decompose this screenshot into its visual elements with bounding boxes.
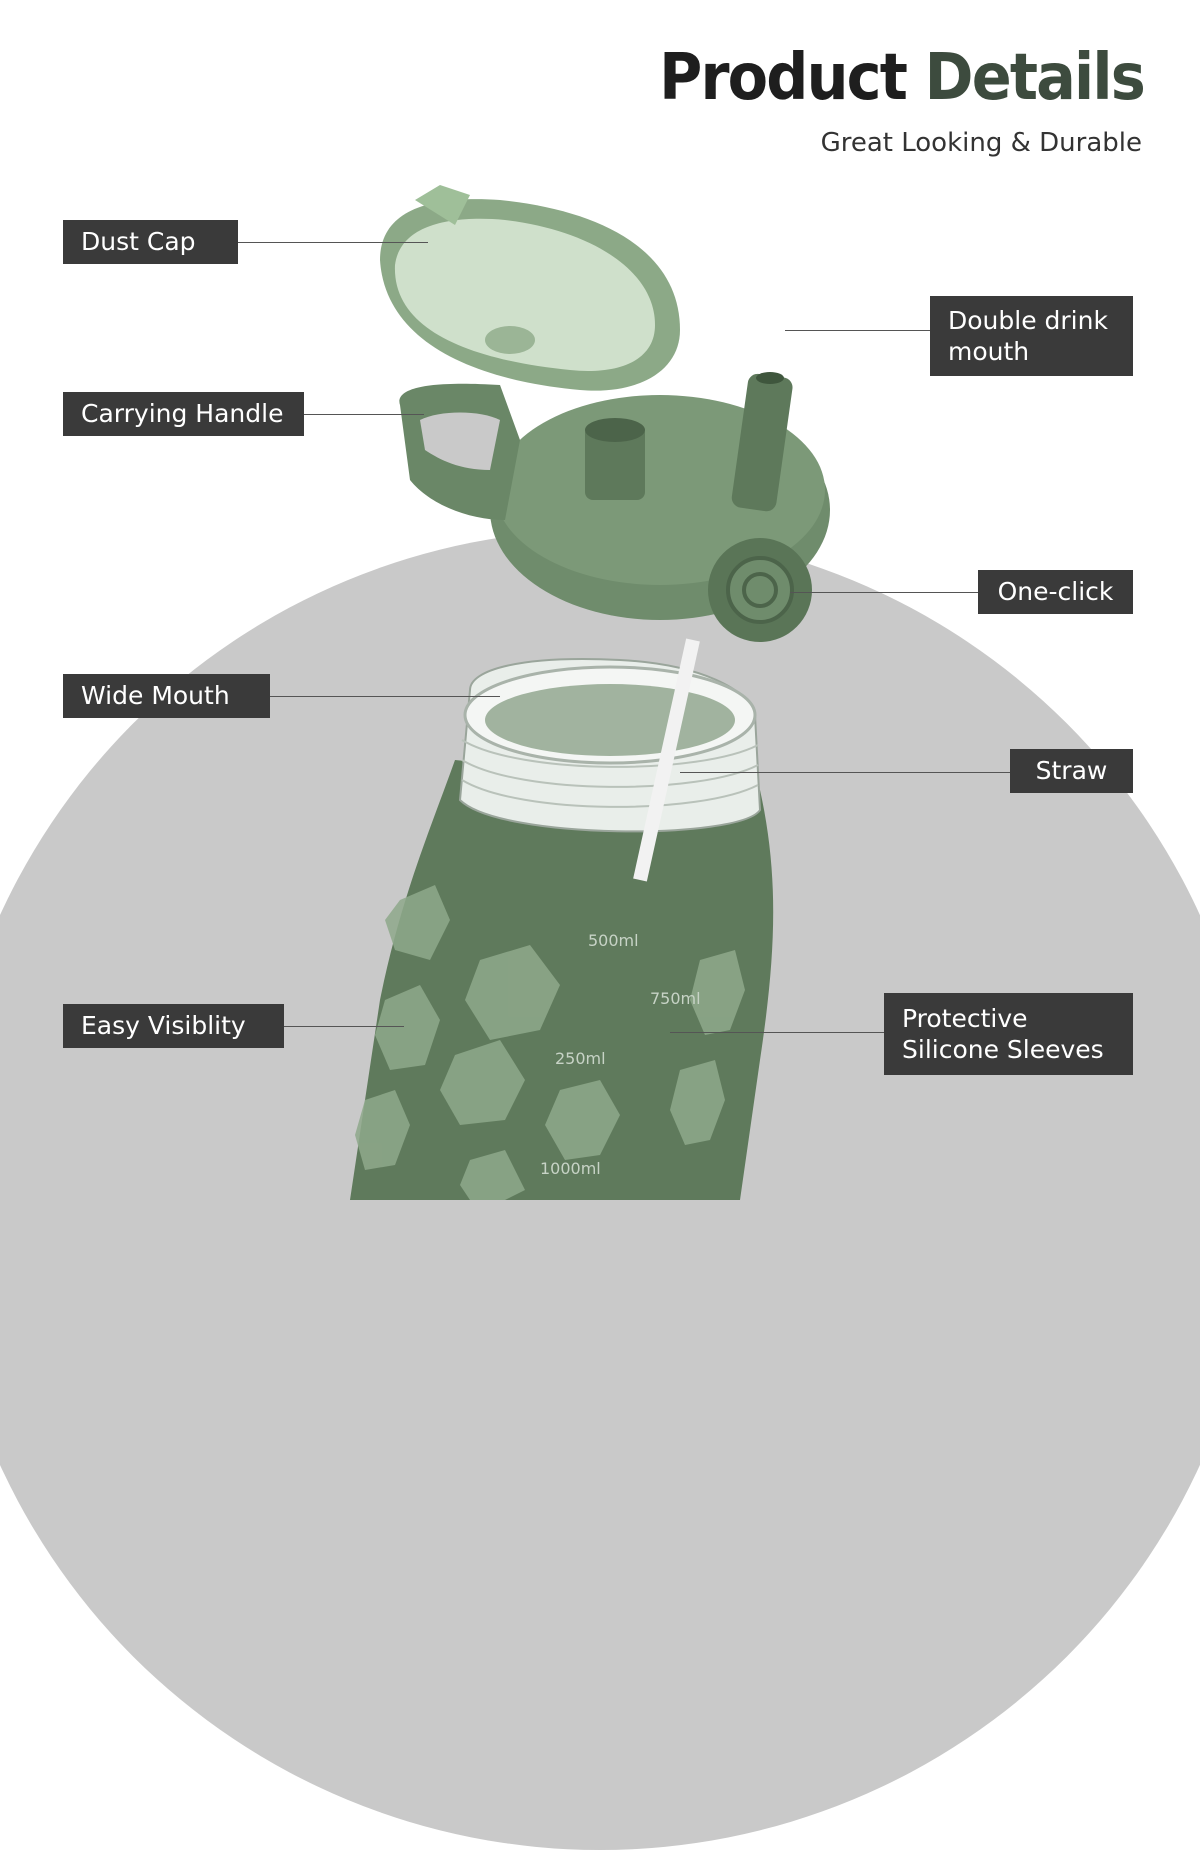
label-one-click: One-click xyxy=(978,570,1133,614)
label-double-drink-mouth: Double drink mouth xyxy=(930,296,1133,376)
label-dust-cap: Dust Cap xyxy=(63,220,238,264)
leader-one-click xyxy=(790,592,978,593)
leader-straw xyxy=(680,772,1010,773)
leader-easy-visibility xyxy=(284,1026,404,1027)
leader-protective xyxy=(670,1032,884,1033)
sleeve-windows xyxy=(355,885,745,1200)
marking-500: 500ml xyxy=(588,931,639,950)
water-bottle-illustration: 500ml 750ml 250ml 1000ml xyxy=(350,185,830,1200)
page-subtitle: Great Looking & Durable xyxy=(820,128,1142,158)
label-easy-visibility: Easy Visiblity xyxy=(63,1004,284,1048)
volume-markings: 500ml 750ml 250ml 1000ml xyxy=(540,931,701,1178)
page-title: Product Details xyxy=(659,41,1146,115)
bottle-body: 500ml 750ml 250ml 1000ml xyxy=(350,658,774,1200)
label-protective-sleeves: Protective Silicone Sleeves xyxy=(884,993,1133,1075)
leader-carrying-handle xyxy=(304,414,424,415)
dust-cap xyxy=(380,185,680,391)
leader-double-drink xyxy=(785,330,930,331)
marking-750: 750ml xyxy=(650,989,701,1008)
label-carrying-handle: Carrying Handle xyxy=(63,392,304,436)
label-wide-mouth: Wide Mouth xyxy=(63,674,270,718)
lid xyxy=(399,372,830,642)
marking-250: 250ml xyxy=(555,1049,606,1068)
leader-dust-cap xyxy=(238,242,428,243)
straw-tube xyxy=(633,638,700,882)
leader-wide-mouth xyxy=(270,696,500,697)
marking-1000: 1000ml xyxy=(540,1159,601,1178)
label-straw: Straw xyxy=(1010,749,1133,793)
